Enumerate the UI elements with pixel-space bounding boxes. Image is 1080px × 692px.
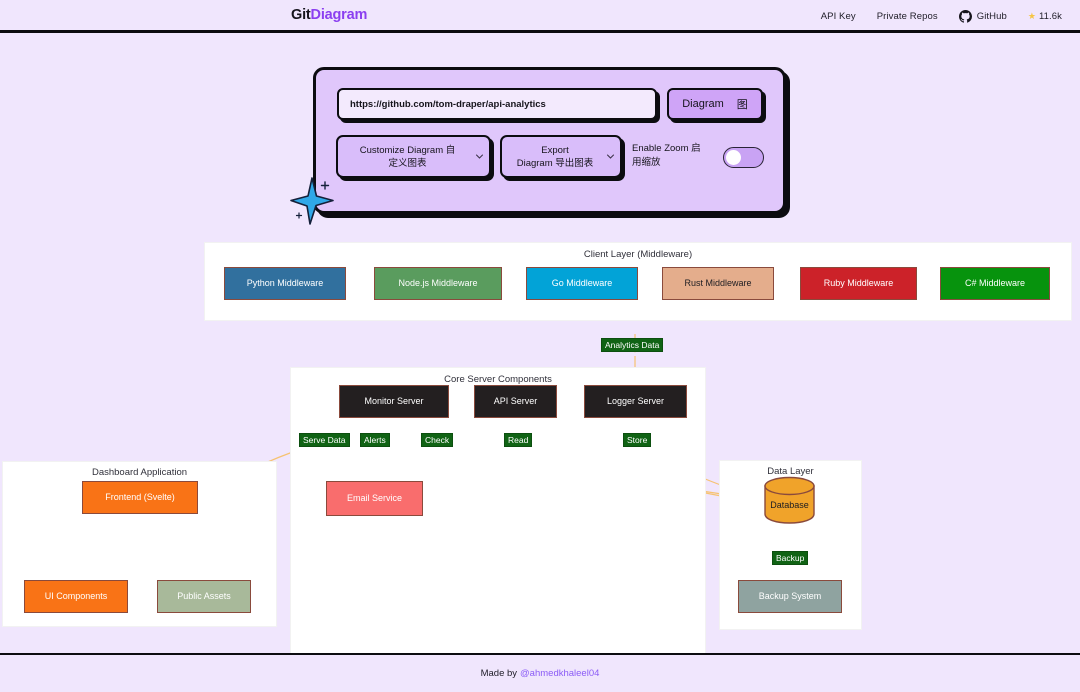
node-logger-server[interactable]: Logger Server <box>584 385 687 418</box>
cluster-core-server: Core Server Components <box>290 367 706 692</box>
edge-label-serve-data: Serve Data <box>299 433 350 447</box>
cluster-client-layer-title: Client Layer (Middleware) <box>583 249 693 260</box>
top-header: GitDiagram API Key Private Repos GitHub … <box>0 0 1080 33</box>
node-ui-components[interactable]: UI Components <box>24 580 128 613</box>
nav-github[interactable]: GitHub <box>958 10 1007 23</box>
github-icon <box>958 10 972 23</box>
enable-zoom-toggle[interactable] <box>723 147 764 168</box>
nav-api-key[interactable]: API Key <box>820 11 856 22</box>
node-database-label: Database <box>770 500 809 510</box>
node-api-server[interactable]: API Server <box>474 385 557 418</box>
zoom-label-line1: Enable Zoom 启 <box>632 143 701 154</box>
cluster-client-layer: Client Layer (Middleware) <box>204 242 1072 321</box>
zoom-label-line2: 用缩放 <box>632 157 661 168</box>
node-public-assets[interactable]: Public Assets <box>157 580 251 613</box>
cluster-data-layer-title: Data Layer <box>767 466 814 477</box>
chevron-down-icon <box>600 152 620 161</box>
customize-diagram-dropdown[interactable]: Customize Diagram 自 定义图表 <box>336 135 491 178</box>
node-nodejs-middleware[interactable]: Node.js Middleware <box>374 267 502 300</box>
footer-made-by: Made by <box>480 668 518 679</box>
node-email-service[interactable]: Email Service <box>326 481 423 516</box>
node-rust-middleware[interactable]: Rust Middleware <box>662 267 774 300</box>
diagram-button-label: Diagram <box>682 98 724 110</box>
export-dropdown-label: Export Diagram 导出图表 <box>502 144 600 170</box>
sparkle-icon <box>290 177 334 225</box>
brand-diagram: Diagram <box>310 7 368 23</box>
customize-label-line1: Customize Diagram 自 <box>359 144 456 156</box>
node-ruby-middleware[interactable]: Ruby Middleware <box>800 267 917 300</box>
footer-author-handle[interactable]: @ahmedkhaleel04 <box>520 668 600 679</box>
page-footer: Made by @ahmedkhaleel04 <box>0 653 1080 692</box>
edge-label-backup: Backup <box>772 551 809 565</box>
nav-private-repos[interactable]: Private Repos <box>876 11 938 22</box>
edge-label-alerts: Alerts <box>360 433 390 447</box>
header-nav: API Key Private Repos GitHub ★ 11.6k <box>821 0 1062 33</box>
brand-git: Git <box>291 7 311 23</box>
star-count-label: 11.6k <box>1038 11 1062 22</box>
node-go-middleware[interactable]: Go Middleware <box>526 267 638 300</box>
export-diagram-dropdown[interactable]: Export Diagram 导出图表 <box>500 135 622 178</box>
diagram-canvas[interactable]: Client Layer (Middleware) Python Middlew… <box>0 222 1080 692</box>
node-database[interactable]: Database <box>763 476 816 524</box>
repo-url-input[interactable] <box>337 88 657 120</box>
edge-label-store: Store <box>623 433 652 447</box>
customize-dropdown-label: Customize Diagram 自 定义图表 <box>338 144 469 170</box>
export-label-line1: Export <box>541 144 569 156</box>
node-monitor-server[interactable]: Monitor Server <box>339 385 449 418</box>
customize-label-line2: 定义图表 <box>388 157 427 169</box>
github-star-count[interactable]: ★ 11.6k <box>1028 11 1062 22</box>
export-label-line2: Diagram 导出图表 <box>516 157 594 169</box>
edge-label-analytics-data: Analytics Data <box>601 338 664 352</box>
toggle-knob <box>726 149 741 165</box>
node-python-middleware[interactable]: Python Middleware <box>224 267 346 300</box>
nav-github-label: GitHub <box>976 11 1007 22</box>
diagram-button[interactable]: Diagram 图 <box>667 88 763 120</box>
node-csharp-middleware[interactable]: C# Middleware <box>940 267 1050 300</box>
app-logo[interactable]: GitDiagram <box>291 7 367 23</box>
cluster-core-server-title: Core Server Components <box>444 374 552 385</box>
cluster-dashboard-title: Dashboard Application <box>91 467 188 478</box>
node-frontend-svelte[interactable]: Frontend (Svelte) <box>82 481 198 514</box>
enable-zoom-label: Enable Zoom 启 用缩放 <box>632 142 704 170</box>
database-cylinder-icon <box>764 476 815 524</box>
edge-label-read: Read <box>504 433 533 447</box>
node-backup-system[interactable]: Backup System <box>738 580 842 613</box>
chevron-down-icon <box>469 152 489 161</box>
star-icon: ★ <box>1027 11 1036 21</box>
edge-label-check: Check <box>421 433 454 447</box>
diagram-button-label-cn: 图 <box>736 99 748 111</box>
